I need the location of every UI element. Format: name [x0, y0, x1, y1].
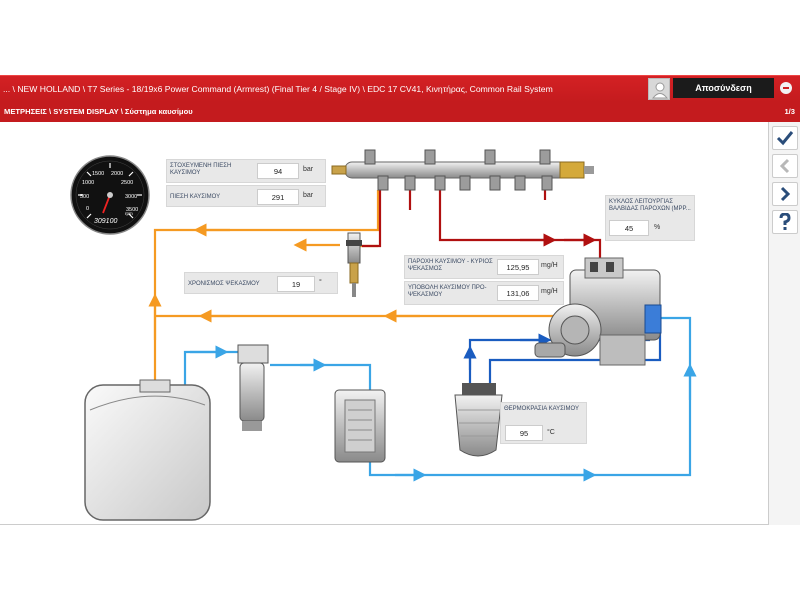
page-counter: 1/3	[784, 107, 795, 116]
check-icon	[776, 131, 794, 146]
gauge-tick-1500: 1500	[92, 171, 104, 177]
user-icon	[651, 82, 669, 99]
water-separator	[454, 383, 503, 457]
gauge-tick-500: 500	[80, 194, 89, 200]
param-label: ΧΡΟΝΙΣΜΟΣ ΨΕΚΑΣΜΟΥ	[188, 281, 260, 287]
breadcrumb: ΜΕΤΡΗΣΕΙΣ \ SYSTEM DISPLAY \ Σύστημα καυ…	[4, 107, 193, 116]
logout-button[interactable]: Αποσύνδεση	[673, 78, 774, 98]
fuel-filter	[237, 344, 269, 431]
close-icon[interactable]	[780, 82, 792, 94]
fuel-flow-pre-value: 131,06	[497, 285, 539, 301]
valve-duty-value: 45	[609, 220, 649, 236]
param-injection-time: ΧΡΟΝΙΣΜΟΣ ΨΕΚΑΣΜΟΥ 19 °	[184, 272, 338, 294]
param-fuel-temp: ΘΕΡΜΟΚΡΑΣΙΑ ΚΑΥΣΙΜΟΥ 95 °C	[500, 402, 587, 444]
param-label: ΘΕΡΜΟΚΡΑΣΙΑ ΚΑΥΣΙΜΟΥ	[504, 406, 580, 412]
gauge-tick-2000: 2000	[111, 171, 123, 177]
param-label: ΚΥΚΛΟΣ ΛΕΙΤΟΥΡΓΙΑΣ ΒΑΛΒΙΔΑΣ ΠΑΡΟΧΩΝ (ΜΡΡ…	[609, 199, 691, 212]
help-button[interactable]	[772, 210, 798, 234]
param-unit: °C	[547, 429, 555, 436]
param-label: ΠΙΕΣΗ ΚΑΥΣΙΜΟΥ	[170, 194, 221, 200]
gauge-tick-0: 0	[86, 206, 89, 212]
gauge-tick-2500: 2500	[121, 180, 133, 186]
param-fuel-pressure: ΠΙΕΣΗ ΚΑΥΣΙΜΟΥ 291 bar	[166, 185, 326, 207]
fuel-tank	[84, 379, 211, 521]
gauge-tick-3500: 3500	[126, 207, 138, 213]
user-button[interactable]	[648, 78, 670, 100]
param-unit: bar	[303, 166, 314, 173]
param-label: ΣΤΟΧΕΥΜΕΝΗ ΠΙΕΣΗ ΚΑΥΣΙΜΟΥ	[170, 163, 232, 176]
gauge-needle	[102, 194, 111, 214]
param-label: ΥΠΟΒΟΛΗ ΚΑΥΣΙΜΟΥ ΠΡΟ-ΨΕΚΑΣΜΟΥ	[408, 285, 487, 298]
high-pressure-pump	[534, 257, 662, 366]
common-rail	[331, 149, 594, 191]
question-icon	[779, 213, 791, 230]
param-unit: bar	[303, 192, 314, 199]
bottom-divider	[0, 524, 768, 525]
param-fuel-flow-main: ΠΑΡΟΧΗ ΚΑΥΣΙΜΟΥ - ΚΥΡΙΟΣ ΨΕΚΑΣΜΟΣ 125,95…	[404, 255, 564, 279]
fuel-pressure-value: 291	[257, 189, 299, 205]
target-pressure-value: 94	[257, 163, 299, 179]
param-unit: °	[319, 279, 322, 286]
gauge-unit: rpm	[125, 211, 133, 216]
gauge-odometer: 309100	[94, 218, 117, 225]
rpm-gauge: 0 500 1000 1500 2000 2500 3000 3500 rpm …	[70, 155, 150, 235]
param-target-pressure: ΣΤΟΧΕΥΜΕΝΗ ΠΙΕΣΗ ΚΑΥΣΙΜΟΥ 94 bar	[166, 159, 326, 183]
injection-time-value: 19	[277, 276, 315, 292]
chevron-right-icon	[780, 186, 791, 202]
chevron-left-icon	[779, 158, 790, 174]
param-unit: mg/H	[541, 262, 558, 269]
fuel-flow-main-value: 125,95	[497, 259, 539, 275]
param-fuel-flow-pre: ΥΠΟΒΟΛΗ ΚΑΥΣΙΜΟΥ ΠΡΟ-ΨΕΚΑΣΜΟΥ 131,06 mg/…	[404, 281, 564, 305]
high-pressure-lines	[362, 190, 602, 262]
forward-button[interactable]	[772, 182, 798, 206]
param-unit: mg/H	[541, 288, 558, 295]
gauge-tick-1000: 1000	[82, 180, 94, 186]
param-label: ΠΑΡΟΧΗ ΚΑΥΣΙΜΟΥ - ΚΥΡΙΟΣ ΨΕΚΑΣΜΟΣ	[408, 259, 493, 272]
vehicle-path-title: ... \ NEW HOLLAND \ T7 Series - 18/19x6 …	[3, 84, 553, 94]
return-lines	[148, 190, 560, 395]
back-button[interactable]	[772, 154, 798, 178]
fuel-system-diagram	[84, 149, 697, 521]
breadcrumb-bar: ΜΕΤΡΗΣΕΙΣ \ SYSTEM DISPLAY \ Σύστημα καυ…	[0, 102, 800, 122]
param-unit: %	[654, 224, 661, 231]
param-valve-duty: ΚΥΚΛΟΣ ΛΕΙΤΟΥΡΓΙΑΣ ΒΑΛΒΙΔΑΣ ΠΑΡΟΧΩΝ (ΜΡΡ…	[605, 195, 695, 241]
confirm-button[interactable]	[772, 126, 798, 150]
low-pressure-lines	[183, 316, 697, 482]
gauge-tick-3000: 3000	[125, 194, 137, 200]
fuel-temp-value: 95	[505, 425, 543, 441]
ecu-module	[334, 389, 386, 463]
injector	[346, 232, 362, 297]
